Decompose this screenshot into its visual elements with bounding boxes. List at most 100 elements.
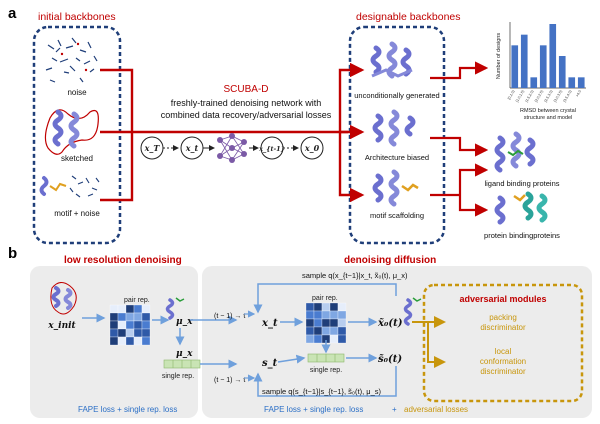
pair-rep-cell	[141, 336, 151, 346]
chart-y-label: Number of designs	[496, 33, 502, 79]
pair-rep-cell	[141, 312, 151, 322]
chart-x-label-line-2: structure and model	[524, 115, 573, 121]
chart-x-tick-label: >4.0	[575, 90, 582, 98]
time-step-label-top: (t − 1) → t	[214, 313, 245, 320]
loss-plus-sign: +	[392, 405, 397, 414]
pair-rep-cell	[141, 304, 151, 314]
sketched-structure-image	[44, 109, 99, 155]
chart-bar	[539, 45, 547, 88]
sample-top-loop-arrow	[253, 283, 397, 314]
sample-bottom-label: sample q(s_{t−1}|s_{t−1}, s̃₀(t), μ_s)	[262, 387, 382, 396]
low-resolution-title: low resolution denoising	[64, 255, 182, 266]
pair-rep-cell	[329, 310, 339, 320]
method-description-line-2: combined data recovery/adversarial losse…	[161, 110, 332, 120]
pair-rep-cell	[117, 320, 127, 330]
rmsd-bar-chart: Number of designs RMSD between crystal s…	[496, 22, 586, 121]
initial-to-network-connector	[100, 68, 348, 202]
ligand-binding-protein-image	[494, 131, 536, 173]
pair-rep-cell	[125, 312, 135, 322]
designable-output-arrows	[430, 61, 489, 217]
pair-rep-cell	[133, 328, 143, 338]
pair-rep-label-left: pair rep.	[124, 297, 150, 304]
chart-bar	[530, 77, 538, 88]
single-representation-bar-left	[163, 359, 201, 369]
pair-rep-cell	[125, 328, 135, 338]
pair-rep-cell	[133, 312, 143, 322]
single-rep-label-right: single rep.	[310, 367, 342, 374]
pair-rep-cell	[109, 336, 119, 346]
denoising-diffusion-title: denoising diffusion	[344, 255, 436, 266]
method-description-line-1: freshly-trained denoising network with	[171, 98, 322, 108]
chart-bar	[558, 56, 566, 88]
chain-node-x0-label: x_0	[304, 143, 320, 153]
designable-backbones-title: designable backbones	[356, 11, 461, 23]
pair-rep-cell	[305, 302, 315, 312]
protein-binding-protein-image	[494, 191, 548, 225]
loss-left-label: FAPE loss + single rep. loss	[78, 405, 177, 414]
diffusion-chain: x_T x_t x_{t-1} x_0	[140, 133, 324, 163]
pair-rep-cell	[117, 304, 127, 314]
pair-rep-cell	[321, 318, 331, 328]
output-protein-binding-label: protein bindingproteins	[484, 231, 560, 240]
sample-bottom-loop-arrow	[253, 366, 397, 397]
packing-line-1: packing	[489, 313, 517, 322]
method-name: SCUBA-D	[223, 84, 268, 95]
chart-x-tick-label: [3.5,4.0)	[563, 90, 573, 103]
pair-rep-cell	[133, 320, 143, 330]
st-label: s_t	[262, 358, 278, 369]
initial-motif-noise-label: motif + noise	[54, 209, 100, 218]
output-ligand-binding-label: ligand binding proteins	[484, 179, 559, 188]
pair-rep-cell	[125, 304, 135, 314]
unconditional-structure-image	[370, 41, 413, 79]
designable-unconditional-label: unconditionally generated	[354, 91, 439, 100]
local-conformation-line-1: local	[495, 347, 512, 356]
pair-rep-cell	[337, 302, 347, 312]
pair-rep-cell	[141, 320, 151, 330]
network-to-designable-connector	[338, 62, 365, 203]
motif-noise-structure-image	[39, 175, 100, 198]
architecture-biased-structure-image	[372, 109, 416, 147]
initial-noise-label: noise	[67, 88, 87, 97]
single-rep-label-left: single rep.	[162, 373, 194, 380]
pair-rep-cell	[117, 312, 127, 322]
pair-representation-grid-right	[305, 302, 347, 344]
local-conformation-line-3: discriminator	[480, 367, 526, 376]
panel-a-letter: a	[8, 5, 17, 22]
x0-hat-label: x̃₀(t)	[377, 318, 403, 329]
motif-scaffolding-structure-image	[372, 169, 419, 207]
pair-rep-label-right: pair rep.	[312, 295, 338, 302]
pair-rep-cell	[125, 336, 135, 346]
pair-rep-cell	[337, 326, 347, 336]
pair-rep-cell	[305, 318, 315, 328]
pair-rep-cell	[109, 320, 119, 330]
local-conformation-line-2: conformation	[480, 357, 526, 366]
pair-rep-cell	[313, 302, 323, 312]
chain-node-xt-minus-1-label: x_{t-1}	[258, 145, 285, 153]
pair-rep-cell	[117, 328, 127, 338]
pair-rep-cell	[141, 328, 151, 338]
chart-x-tick-label: [2.5,3.0)	[544, 90, 554, 103]
chain-node-xT-label: x_T	[144, 143, 161, 153]
chain-node-x0	[300, 136, 324, 160]
pair-rep-cell	[337, 310, 347, 320]
neural-network-icon	[217, 133, 247, 163]
single-representation-bar-right	[307, 353, 345, 363]
loss-right-label-2: adversarial losses	[404, 405, 468, 414]
chart-x-tick-label: [2.0,2.5)	[534, 90, 544, 103]
chart-bar	[511, 45, 519, 88]
pair-rep-cell	[133, 336, 143, 346]
pair-rep-cell	[305, 310, 315, 320]
pair-rep-cell	[109, 304, 119, 314]
chart-x-label-line-1: RMSD between crystal	[520, 108, 576, 114]
pair-rep-cell	[305, 326, 315, 336]
initial-sketched-label: sketched	[61, 154, 93, 163]
pair-rep-cell	[321, 326, 331, 336]
pair-rep-cell	[125, 320, 135, 330]
initial-backbones-title: initial backbones	[38, 11, 116, 23]
pair-rep-cell	[133, 304, 143, 314]
pair-rep-cell	[305, 334, 315, 344]
pair-rep-cell	[313, 318, 323, 328]
pair-rep-cell	[321, 310, 331, 320]
chart-x-tick-label: [3.0,3.5)	[553, 90, 563, 103]
